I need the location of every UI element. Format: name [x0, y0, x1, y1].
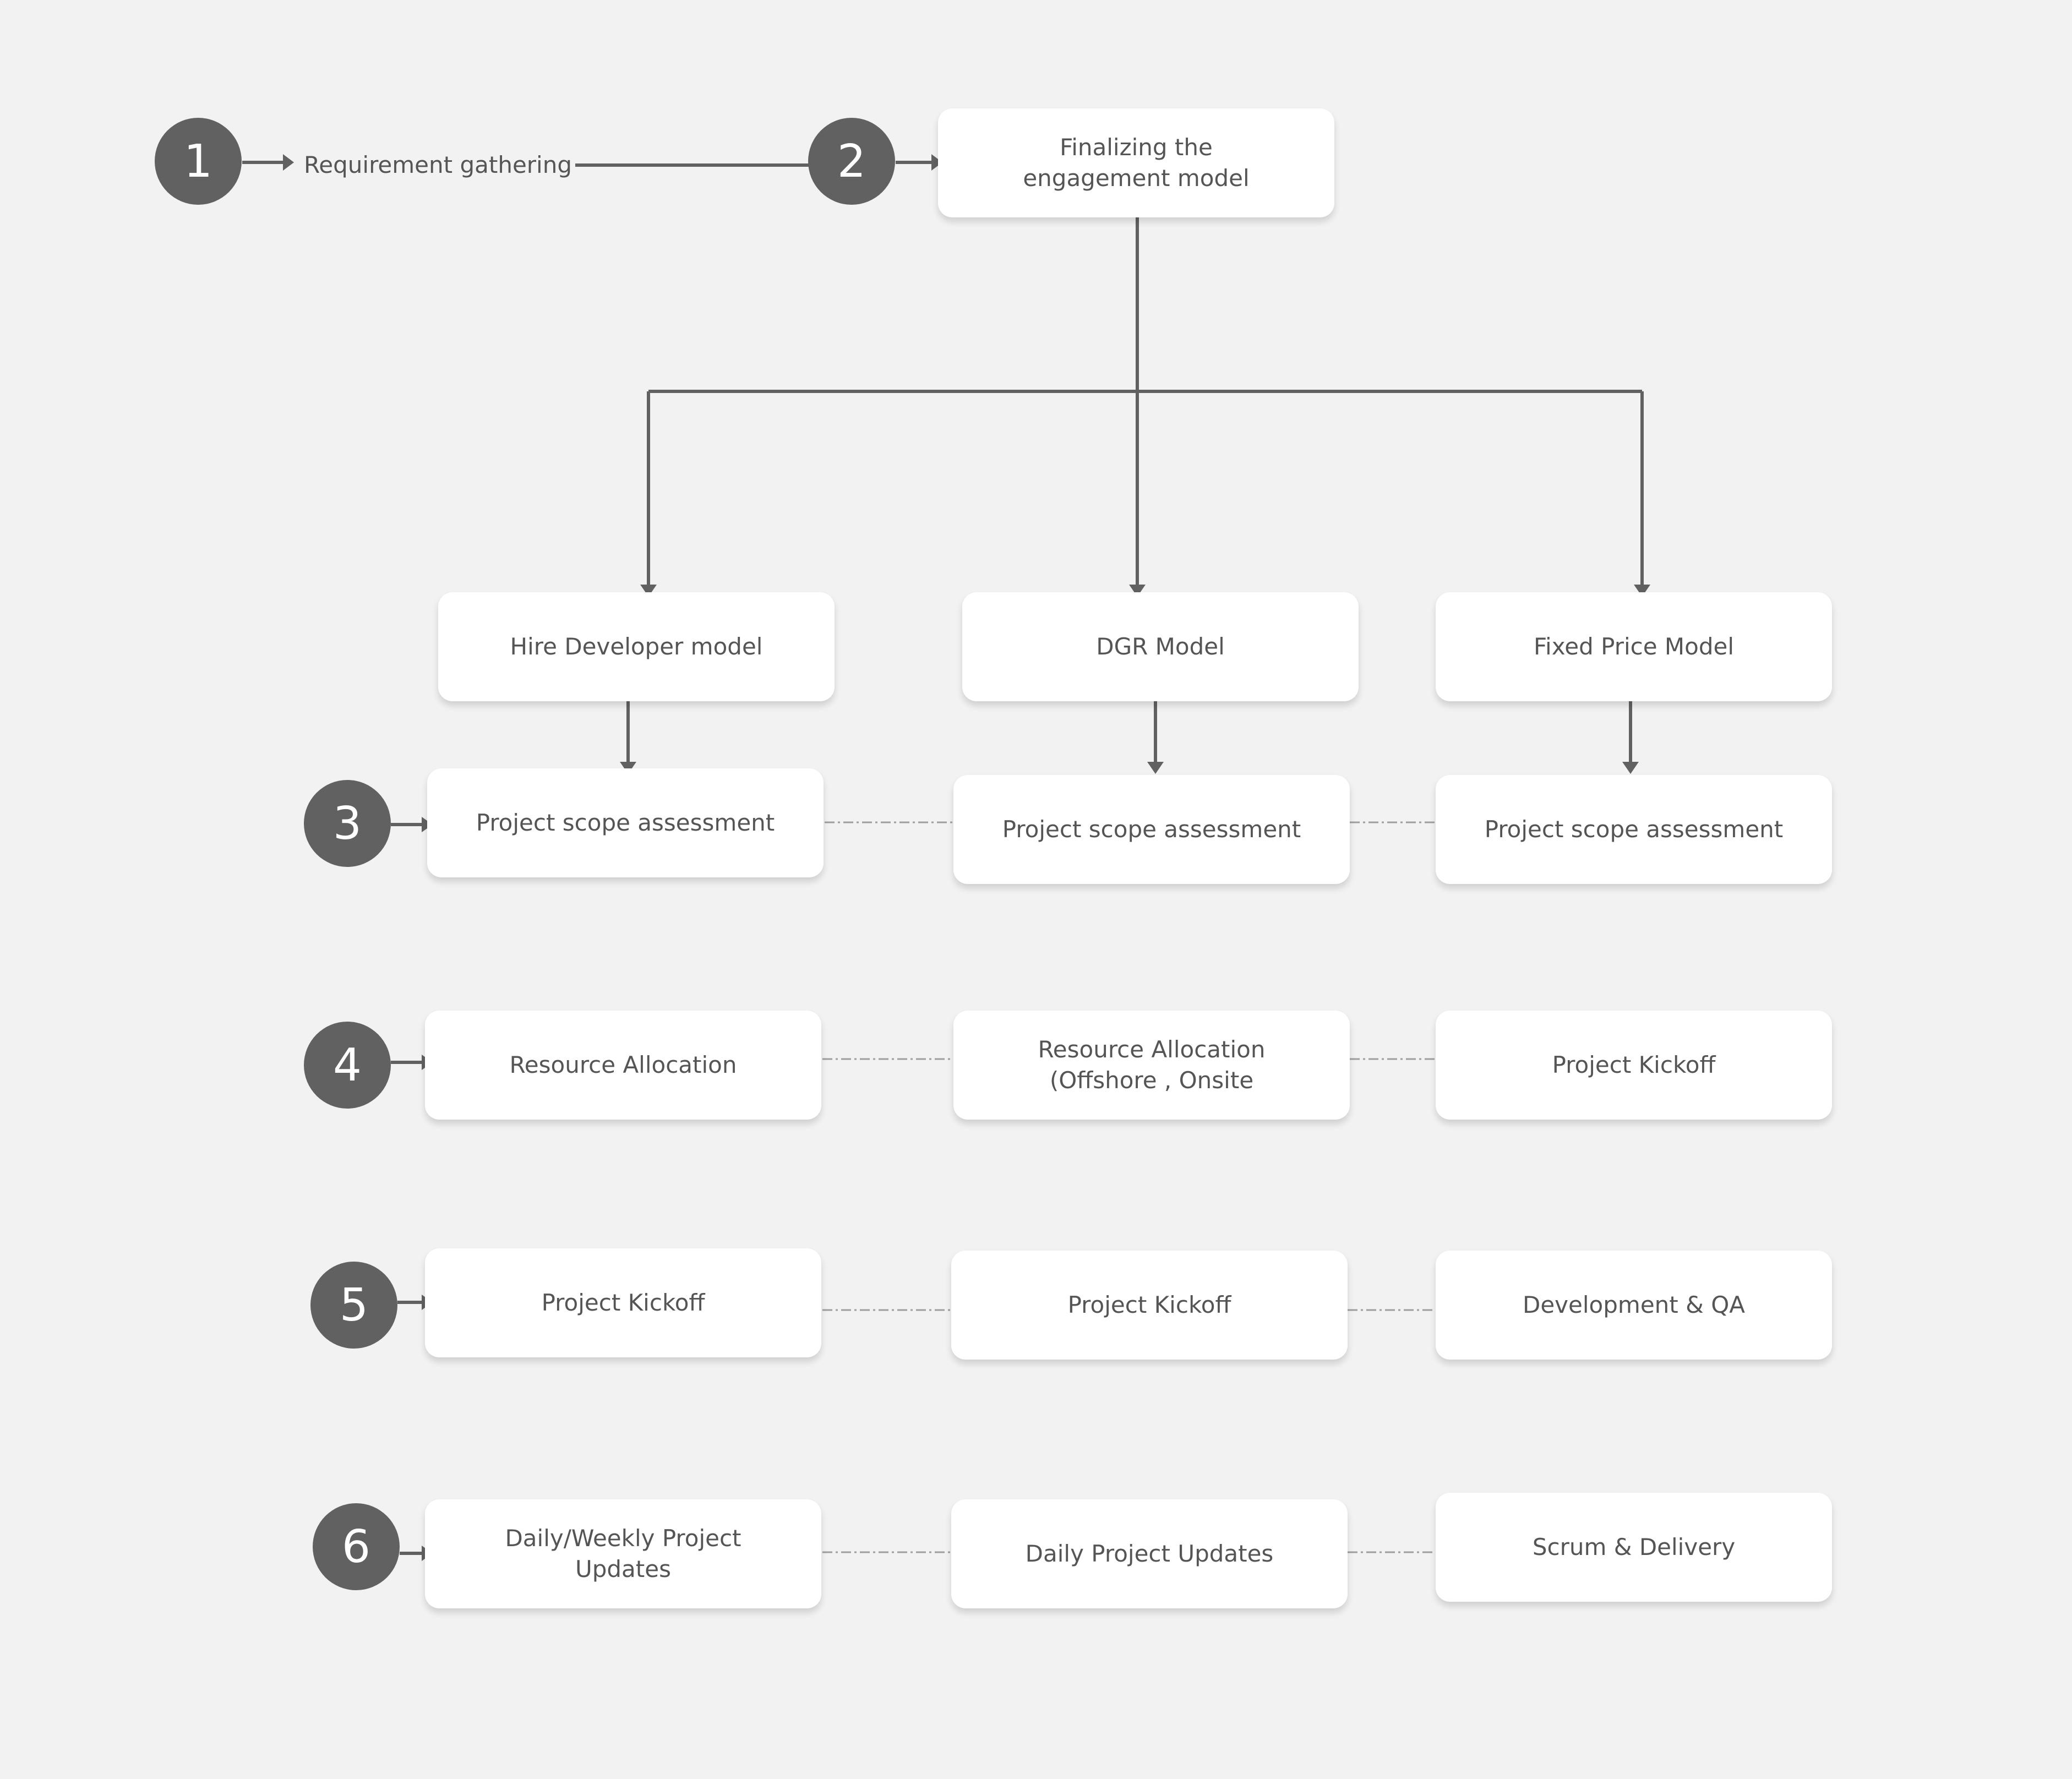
dgr-kickoff-label: Project Kickoff — [1067, 1291, 1231, 1318]
fixed-scope-label: Project scope assessment — [1484, 816, 1784, 843]
fixed-kickoff-label: Project Kickoff — [1552, 1051, 1716, 1078]
dgr-allocation-label: Resource Allocation (Offshore , Onsite — [1038, 1036, 1266, 1094]
hire-kickoff-node: Project Kickoff — [425, 1248, 821, 1357]
dgr-allocation-node: Resource Allocation (Offshore , Onsite — [953, 1011, 1350, 1120]
hire-updates-node: Daily/Weekly Project Updates — [425, 1499, 821, 1608]
dgr-model-label: DGR Model — [1096, 633, 1225, 660]
fixed-scope-node: Project scope assessment — [1436, 775, 1832, 884]
engagement-model-node: Finalizing the engagement model — [938, 108, 1334, 217]
step-badge-1: 1 — [155, 118, 242, 205]
dgr-updates-label: Daily Project Updates — [1025, 1540, 1274, 1567]
engagement-model-label: Finalizing the engagement model — [1023, 134, 1250, 192]
step-badge-4: 4 — [304, 1022, 391, 1109]
dgr-kickoff-node: Project Kickoff — [951, 1251, 1348, 1360]
dgr-scope-node: Project scope assessment — [953, 775, 1350, 884]
fixed-scrum-delivery-node: Scrum & Delivery — [1436, 1493, 1832, 1602]
arrowhead-step2 — [931, 154, 942, 171]
fixed-kickoff-node: Project Kickoff — [1436, 1011, 1832, 1120]
hire-allocation-label: Resource Allocation — [509, 1051, 737, 1078]
hire-updates-label: Daily/Weekly Project Updates — [505, 1525, 741, 1582]
step-badge-3: 3 — [304, 780, 391, 867]
arrowhead-hire-model — [640, 585, 657, 597]
fixed-scrum-delivery-label: Scrum & Delivery — [1532, 1534, 1736, 1560]
hire-developer-model-label: Hire Developer model — [510, 633, 763, 660]
arrowhead-fixed-model — [1634, 585, 1650, 597]
fixed-price-model-node: Fixed Price Model — [1436, 592, 1832, 701]
arrowhead-dgr-scope — [1147, 762, 1164, 774]
fixed-development-qa-node: Development & QA — [1436, 1251, 1832, 1360]
arrowhead-step1 — [283, 154, 294, 171]
step-badge-6: 6 — [313, 1503, 400, 1590]
hire-allocation-node: Resource Allocation — [425, 1011, 821, 1120]
hire-scope-label: Project scope assessment — [476, 809, 775, 836]
hire-developer-model-node: Hire Developer model — [438, 592, 835, 701]
requirement-gathering-label: Requirement gathering — [304, 151, 572, 178]
dgr-scope-label: Project scope assessment — [1002, 816, 1301, 843]
fixed-development-qa-label: Development & QA — [1523, 1291, 1745, 1318]
arrowhead-dgr-model — [1129, 585, 1146, 597]
step-badge-5: 5 — [310, 1262, 397, 1349]
dgr-updates-node: Daily Project Updates — [951, 1499, 1348, 1608]
arrowhead-fixed-scope — [1622, 762, 1639, 774]
step-badge-2: 2 — [808, 118, 895, 205]
hire-scope-node: Project scope assessment — [427, 768, 824, 877]
hire-kickoff-label: Project Kickoff — [541, 1289, 705, 1316]
fixed-price-model-label: Fixed Price Model — [1533, 633, 1735, 660]
dgr-model-node: DGR Model — [962, 592, 1359, 701]
arrowhead-hire-scope — [620, 762, 636, 774]
